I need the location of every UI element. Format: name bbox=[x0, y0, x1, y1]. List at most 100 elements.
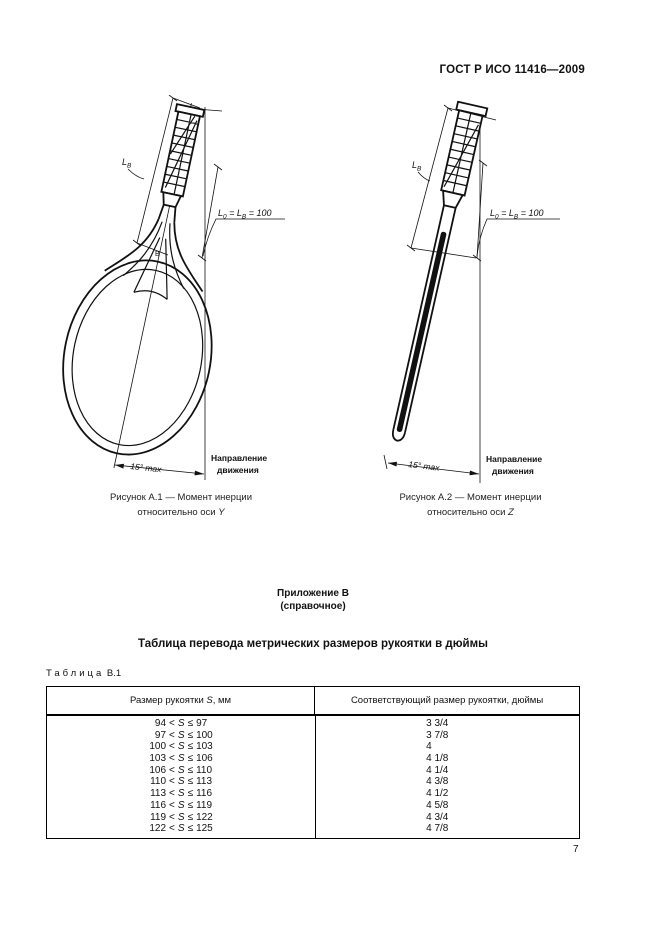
conversion-table: Размер рукоятки S, мм Соответствующий ра… bbox=[46, 686, 580, 839]
angle-arrow-right bbox=[194, 470, 204, 476]
cell-size-range: 119<S≤122 bbox=[150, 811, 213, 823]
figure-a1-caption-line1: Рисунок А.1 — Момент инерции bbox=[109, 492, 253, 503]
lb-dimension-line bbox=[137, 98, 173, 243]
table-label-word: Таблица bbox=[46, 668, 105, 679]
table-body: 94<S≤97 3 3/4 97<S≤100 3 7/8 100<S≤103 4… bbox=[47, 716, 579, 838]
col-header-size-inches: Соответствующий размер рукоятки, дюймы bbox=[350, 695, 544, 706]
figure-a2: LB L0 = LB = 100 15° max Направление дви… bbox=[370, 95, 595, 495]
throat-inner-right bbox=[157, 223, 196, 288]
point-label: B bbox=[155, 251, 160, 258]
cell-size-range: 97<S≤100 bbox=[154, 729, 213, 741]
cell-size-inches: 3 7/8 bbox=[426, 729, 449, 741]
cell-size-inches: 4 3/8 bbox=[426, 776, 449, 788]
l0-dimension-ticks bbox=[473, 160, 487, 261]
cell-size-range: 110<S≤113 bbox=[150, 776, 213, 788]
angle-arc-line bbox=[388, 463, 479, 474]
col-header-size-mm: Размер рукоятки S, мм bbox=[47, 687, 316, 714]
figure-a1: LB L0 = LB = 100 15° max Направление дви… bbox=[55, 95, 320, 495]
head-inner-rim bbox=[56, 257, 218, 458]
cell-size-range: 122<S≤125 bbox=[149, 823, 213, 835]
shaft-rounded-tip bbox=[391, 430, 405, 442]
angle-vertex-tick bbox=[384, 455, 387, 469]
angle-arrow-left bbox=[115, 463, 124, 469]
cell-size-inches: 4 5/8 bbox=[426, 799, 449, 811]
appendix-subtitle: (справочное) bbox=[280, 601, 346, 612]
direction-label-line2: движения bbox=[492, 466, 534, 476]
lb-extension-lines bbox=[411, 108, 496, 258]
table-row: 106<S≤110 4 1/4 bbox=[47, 765, 579, 777]
shaft bbox=[159, 204, 178, 222]
cell-size-inches: 3 3/4 bbox=[426, 718, 449, 729]
table-row: 94<S≤97 3 3/4 bbox=[47, 718, 579, 730]
angle-arrow-right bbox=[469, 470, 479, 476]
lb-extension-lines bbox=[137, 98, 200, 255]
cell-size-range: 106<S≤110 bbox=[149, 764, 213, 776]
cell-size-range: 103<S≤106 bbox=[149, 753, 213, 765]
cell-size-inches: 4 1/8 bbox=[426, 753, 449, 765]
racket-edge-view bbox=[382, 102, 487, 444]
throat-outer-left bbox=[105, 210, 159, 279]
lb-label-leader bbox=[418, 172, 430, 181]
cell-size-range: 113<S≤116 bbox=[150, 788, 213, 800]
cell-size-inches: 4 7/8 bbox=[426, 823, 449, 835]
lb-label-leader bbox=[128, 169, 144, 179]
throat-outer-right bbox=[161, 222, 215, 291]
direction-label-line1: Направление bbox=[211, 453, 267, 463]
table-row: 113<S≤116 4 1/2 bbox=[47, 788, 579, 800]
grip-hatching bbox=[161, 112, 200, 197]
frame-core bbox=[396, 231, 447, 433]
column-divider bbox=[315, 716, 317, 838]
l0-dimension-line bbox=[202, 167, 218, 258]
l0-label-leader bbox=[477, 219, 560, 256]
cell-size-inches: 4 3/4 bbox=[426, 811, 449, 823]
figure-a2-caption-line1: Рисунок А.2 — Момент инерции bbox=[399, 492, 542, 503]
grip-hatching bbox=[441, 110, 482, 195]
angle-arrow-left bbox=[388, 461, 397, 467]
figure-a2-caption: Рисунок А.2 — Момент инерции относительн… bbox=[358, 491, 583, 520]
direction-label-line2: движения bbox=[217, 465, 259, 475]
table-label-number: В.1 bbox=[106, 668, 122, 679]
table-row: 100<S≤103 4 bbox=[47, 741, 579, 753]
figure-a1-caption-line2: относительно оси bbox=[137, 506, 219, 518]
figure-a1-caption: Рисунок А.1 — Момент инерции относительн… bbox=[68, 491, 294, 520]
l0-equation-label: L0 = LB = 100 bbox=[218, 208, 272, 221]
angle-label: 15° max bbox=[408, 459, 441, 473]
table-row: 116<S≤119 4 5/8 bbox=[47, 800, 579, 812]
figure-a2-drawing: LB L0 = LB = 100 15° max Направление дви… bbox=[370, 95, 595, 495]
direction-label-line1: Направление bbox=[486, 454, 542, 464]
lb-dimension-label: LB bbox=[412, 160, 422, 173]
table-row: 119<S≤122 4 3/4 bbox=[47, 812, 579, 824]
figure-a1-axis-letter: Y bbox=[218, 506, 225, 518]
l0-dimension-line bbox=[477, 163, 483, 258]
table-header-row: Размер рукоятки S, мм Соответствующий ра… bbox=[47, 687, 579, 716]
cell-size-inches: 4 1/4 bbox=[426, 764, 449, 776]
cell-size-range: 116<S≤119 bbox=[150, 799, 213, 811]
lb-dimension-label: LB bbox=[122, 157, 132, 170]
shaft-outline bbox=[393, 205, 455, 432]
standard-number: ГОСТ Р ИСО 11416—2009 bbox=[439, 64, 585, 76]
lb-dimension-ticks bbox=[133, 95, 177, 246]
l0-equation-label: L0 = LB = 100 bbox=[490, 208, 544, 221]
table-row: 97<S≤100 3 7/8 bbox=[47, 730, 579, 742]
l0-dimension-ticks bbox=[198, 164, 222, 261]
table-label: Таблица В.1 bbox=[46, 668, 121, 679]
lb-dimension-ticks bbox=[407, 105, 452, 251]
angle-label: 15° max bbox=[130, 461, 163, 474]
throat-inner-left bbox=[123, 216, 162, 281]
lb-dimension-line bbox=[411, 108, 448, 248]
table-row: 103<S≤106 4 1/8 bbox=[47, 753, 579, 765]
head-outer-rim bbox=[55, 246, 229, 468]
table-row: 122<S≤125 4 7/8 bbox=[47, 823, 579, 835]
cell-size-inches: 4 1/2 bbox=[426, 788, 449, 800]
cell-size-inches: 4 bbox=[426, 741, 432, 753]
page-number: 7 bbox=[573, 844, 579, 855]
appendix-heading: Приложение В (справочное) bbox=[46, 587, 580, 613]
cell-size-range: 94<S≤97 bbox=[154, 718, 208, 729]
section-title: Таблица перевода метрических размеров ру… bbox=[138, 638, 488, 650]
figure-a2-caption-line2: относительно оси bbox=[427, 506, 509, 518]
throat-yoke bbox=[134, 235, 180, 300]
racket-face-view bbox=[55, 95, 263, 483]
cell-size-range: 100<S≤103 bbox=[149, 741, 213, 753]
table-row: 110<S≤113 4 3/8 bbox=[47, 776, 579, 788]
